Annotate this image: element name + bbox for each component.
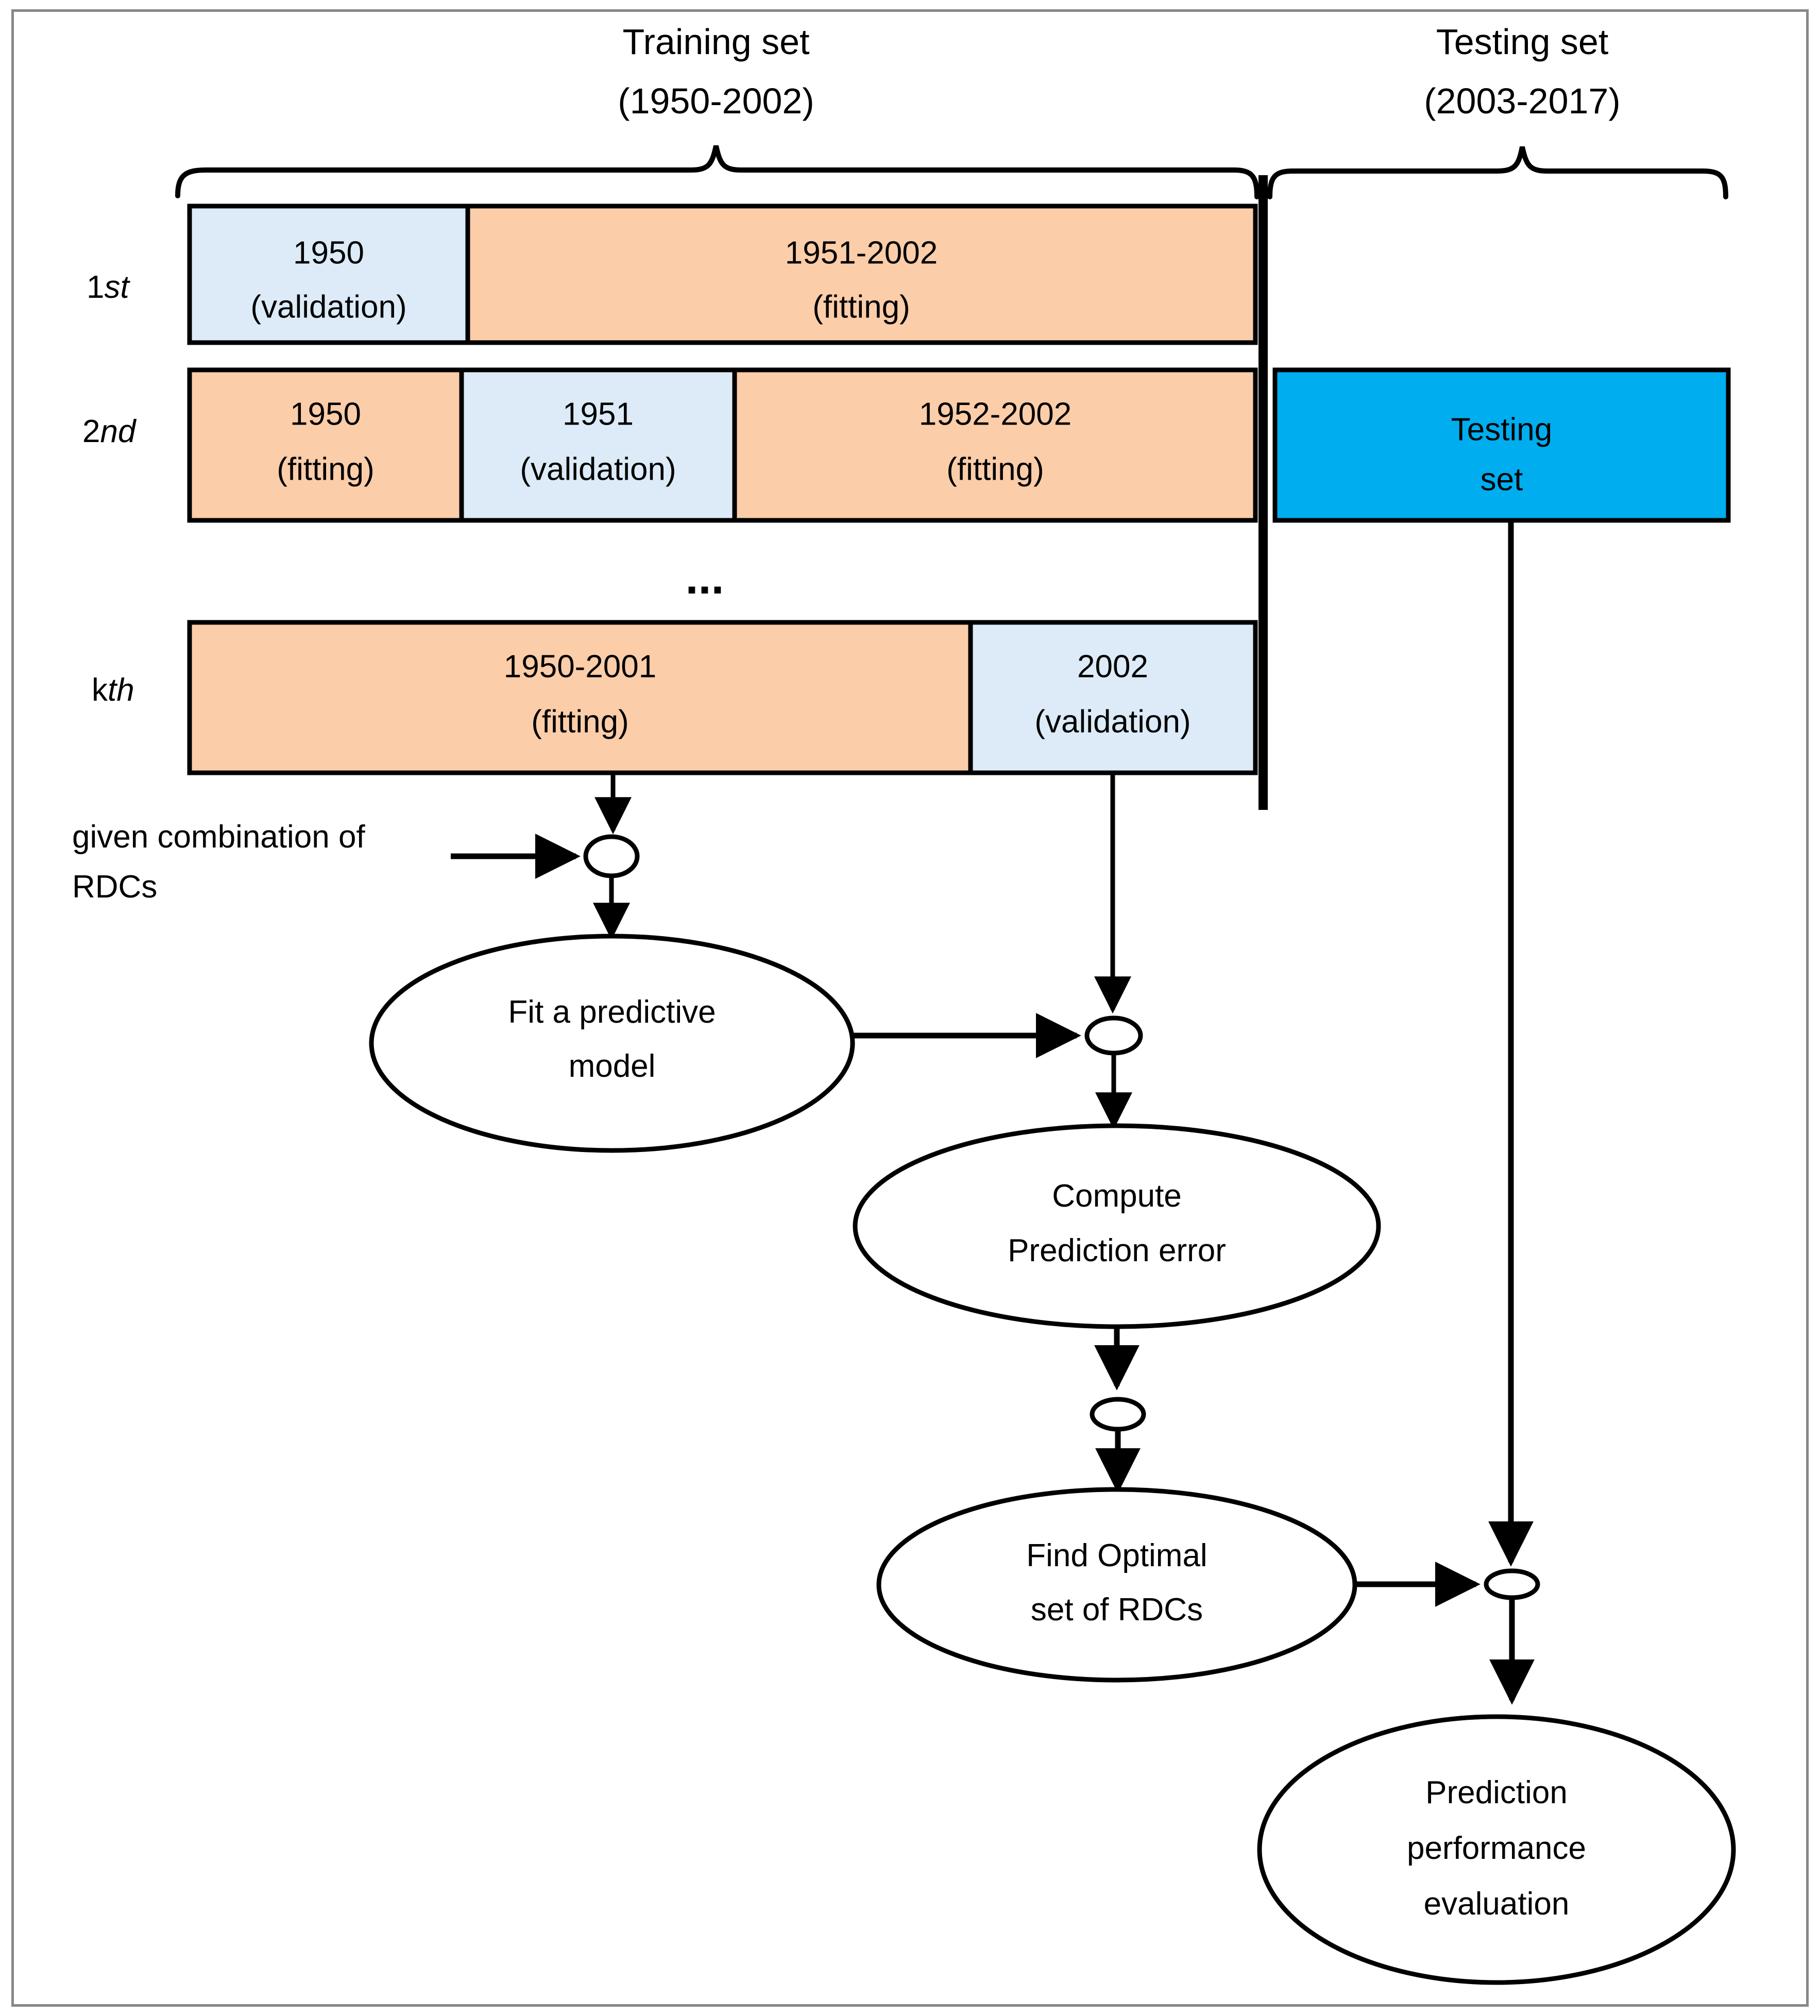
row-1-cell-1-role: (fitting) xyxy=(812,289,910,325)
testing-set-box[interactable]: Testing set xyxy=(1272,367,1731,523)
row-k-cell-0-year: 1950-2001 xyxy=(504,649,657,684)
row-1-label: 1st xyxy=(87,269,130,305)
training-header-line2: (1950-2002) xyxy=(618,81,814,121)
row-2-cell-0-year: 1950 xyxy=(290,396,361,432)
testing-header-line1: Testing set xyxy=(1436,22,1609,62)
given-rdcs-line2: RDCs xyxy=(72,869,157,905)
train-test-divider xyxy=(1258,175,1268,810)
node-compute-error-line2: Prediction error xyxy=(1008,1233,1226,1268)
row-k-cell-1-year: 2002 xyxy=(1077,649,1148,684)
row-2-cell-0[interactable] xyxy=(187,367,464,523)
testing-box-line2: set xyxy=(1481,462,1523,497)
row-1: 1st 1950 (validation) 1951-2002 (fitting… xyxy=(87,204,1258,345)
node-find-optimal-line1: Find Optimal xyxy=(1026,1538,1207,1573)
row-1-cell-1-year: 1951-2002 xyxy=(785,235,938,270)
row-k-cell-0[interactable] xyxy=(187,620,973,775)
given-rdcs-annotation: given combination of RDCs xyxy=(72,819,365,905)
row-1-cell-0-role: (validation) xyxy=(250,289,406,325)
row-2-cell-1[interactable] xyxy=(459,367,737,523)
rows-ellipsis: ... xyxy=(685,552,724,604)
row-2-cell-2-year: 1952-2002 xyxy=(919,396,1072,432)
row-k-cell-1[interactable] xyxy=(968,620,1258,775)
row-k-cell-1-role: (validation) xyxy=(1034,704,1190,739)
junction-node-b xyxy=(1084,1015,1143,1056)
node-perf-eval-line3: evaluation xyxy=(1424,1886,1570,1922)
node-perf-eval[interactable]: Prediction performance evaluation xyxy=(1257,1714,1736,1985)
row-1-cell-0[interactable] xyxy=(187,204,470,345)
junction-node-d xyxy=(1484,1568,1540,1600)
node-perf-eval-line2: performance xyxy=(1407,1831,1586,1866)
row-2-cell-1-role: (validation) xyxy=(520,451,676,487)
row-k: kth 1950-2001 (fitting) 2002 (validation… xyxy=(92,620,1258,775)
row-1-cell-0-year: 1950 xyxy=(293,235,364,270)
training-brace xyxy=(175,145,1260,199)
row-k-cell-0-role: (fitting) xyxy=(531,704,628,739)
testing-brace xyxy=(1267,146,1728,199)
row-k-label: kth xyxy=(92,672,134,708)
given-rdcs-line1: given combination of xyxy=(72,819,365,855)
node-perf-eval-line1: Prediction xyxy=(1425,1775,1568,1810)
row-2-label: 2nd xyxy=(82,414,137,449)
junction-node-c xyxy=(1090,1397,1146,1432)
testing-header-line2: (2003-2017) xyxy=(1424,81,1620,121)
testing-set-header: Testing set (2003-2017) xyxy=(1424,22,1620,121)
node-fit-model-line2: model xyxy=(569,1048,656,1084)
node-find-optimal[interactable]: Find Optimal set of RDCs xyxy=(876,1487,1357,1683)
node-compute-error[interactable]: Compute Prediction error xyxy=(853,1123,1381,1329)
junction-node-a xyxy=(583,834,640,878)
node-compute-error-line1: Compute xyxy=(1052,1178,1182,1214)
node-fit-model-line1: Fit a predictive xyxy=(508,994,716,1030)
node-fit-model[interactable]: Fit a predictive model xyxy=(369,934,855,1153)
testing-box-line1: Testing xyxy=(1451,412,1552,447)
training-set-header: Training set (1950-2002) xyxy=(618,22,814,121)
row-2-cell-2-role: (fitting) xyxy=(946,451,1044,487)
training-header-line1: Training set xyxy=(622,22,809,62)
row-2-cell-0-role: (fitting) xyxy=(277,451,374,487)
node-find-optimal-line2: set of RDCs xyxy=(1031,1592,1203,1628)
row-2: 2nd 1950 (fitting) 1951 (validation) 195… xyxy=(82,367,1258,523)
row-1-cell-1[interactable] xyxy=(465,204,1258,345)
row-2-cell-2[interactable] xyxy=(732,367,1258,523)
row-2-cell-1-year: 1951 xyxy=(563,396,634,432)
